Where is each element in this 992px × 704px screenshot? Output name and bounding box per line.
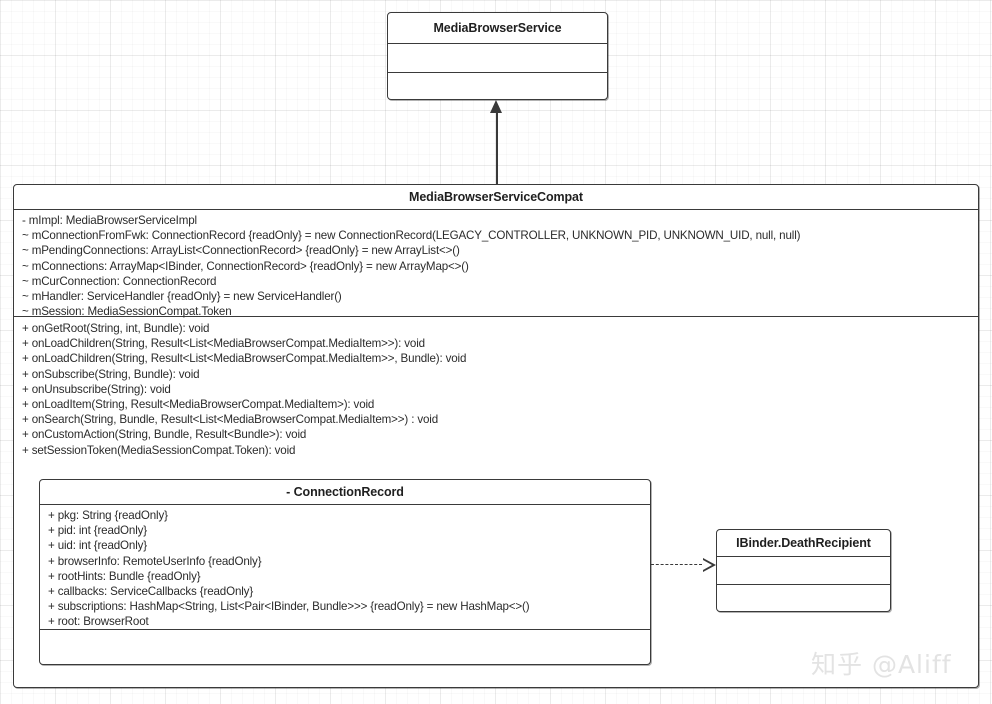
attribute-row: + pid: int {readOnly}: [48, 524, 148, 538]
class-name-media-browser-service-compat: MediaBrowserServiceCompat: [14, 185, 978, 210]
attributes-compartment-ibinder-death-recipient: [717, 557, 890, 585]
attribute-row: ~ mSession: MediaSessionCompat.Token: [22, 305, 232, 319]
realization-connector-line: [651, 564, 702, 565]
class-box-connection-record[interactable]: - ConnectionRecord + pkg: String {readOn…: [39, 479, 651, 665]
method-row: + onCustomAction(String, Bundle, Result<…: [22, 428, 307, 442]
attributes-compartment-connection-record: + pkg: String {readOnly} + pid: int {rea…: [40, 505, 650, 630]
methods-compartment-ibinder-death-recipient: [717, 585, 890, 611]
attribute-row: + subscriptions: HashMap<String, List<Pa…: [48, 600, 530, 614]
attribute-row: + browserInfo: RemoteUserInfo {readOnly}: [48, 554, 262, 568]
attributes-compartment-media-browser-service-compat: - mImpl: MediaBrowserServiceImpl ~ mConn…: [14, 210, 978, 319]
method-row: + onSearch(String, Bundle, Result<List<M…: [22, 413, 439, 427]
method-row: + onSubscribe(String, Bundle): void: [22, 367, 200, 381]
class-box-media-browser-service[interactable]: MediaBrowserService: [387, 12, 608, 100]
method-row: + onLoadChildren(String, Result<List<Med…: [22, 337, 425, 351]
attribute-row: ~ mCurConnection: ConnectionRecord: [22, 274, 217, 288]
watermark-text: 知乎 @Aliff: [811, 650, 952, 679]
attributes-compartment-media-browser-service: [388, 44, 607, 73]
realization-arrowhead-icon: [703, 558, 716, 572]
method-row: + setSessionToken(MediaSessionCompat.Tok…: [22, 443, 296, 457]
attribute-row: ~ mHandler: ServiceHandler {readOnly} = …: [22, 290, 342, 304]
attribute-row: + callbacks: ServiceCallbacks {readOnly}: [48, 585, 254, 599]
attribute-row: - mImpl: MediaBrowserServiceImpl: [22, 214, 197, 227]
class-name-connection-record: - ConnectionRecord: [40, 480, 650, 505]
class-box-ibinder-death-recipient[interactable]: IBinder.DeathRecipient: [716, 529, 891, 612]
generalization-connector-line: [496, 112, 498, 184]
attribute-row: ~ mConnections: ArrayMap<IBinder, Connec…: [22, 259, 469, 273]
methods-compartment-connection-record: [40, 630, 650, 663]
methods-compartment-media-browser-service: [388, 73, 607, 99]
methods-compartment-media-browser-service-compat: + onGetRoot(String, int, Bundle): void +…: [14, 317, 978, 687]
method-row: + onLoadChildren(String, Result<List<Med…: [22, 352, 467, 366]
attribute-row: + pkg: String {readOnly}: [48, 509, 168, 522]
method-row: + onUnsubscribe(String): void: [22, 382, 171, 396]
attribute-row: + root: BrowserRoot: [48, 615, 149, 629]
method-row: + onGetRoot(String, int, Bundle): void: [22, 322, 210, 335]
class-name-media-browser-service: MediaBrowserService: [388, 13, 607, 44]
method-row: + onLoadItem(String, Result<MediaBrowser…: [22, 398, 375, 412]
attribute-row: + rootHints: Bundle {readOnly}: [48, 569, 201, 583]
attribute-row: ~ mConnectionFromFwk: ConnectionRecord {…: [22, 229, 801, 243]
attribute-row: + uid: int {readOnly}: [48, 539, 148, 553]
attribute-row: ~ mPendingConnections: ArrayList<Connect…: [22, 244, 460, 258]
generalization-arrowhead-icon: [490, 100, 502, 113]
class-name-ibinder-death-recipient: IBinder.DeathRecipient: [717, 530, 890, 557]
